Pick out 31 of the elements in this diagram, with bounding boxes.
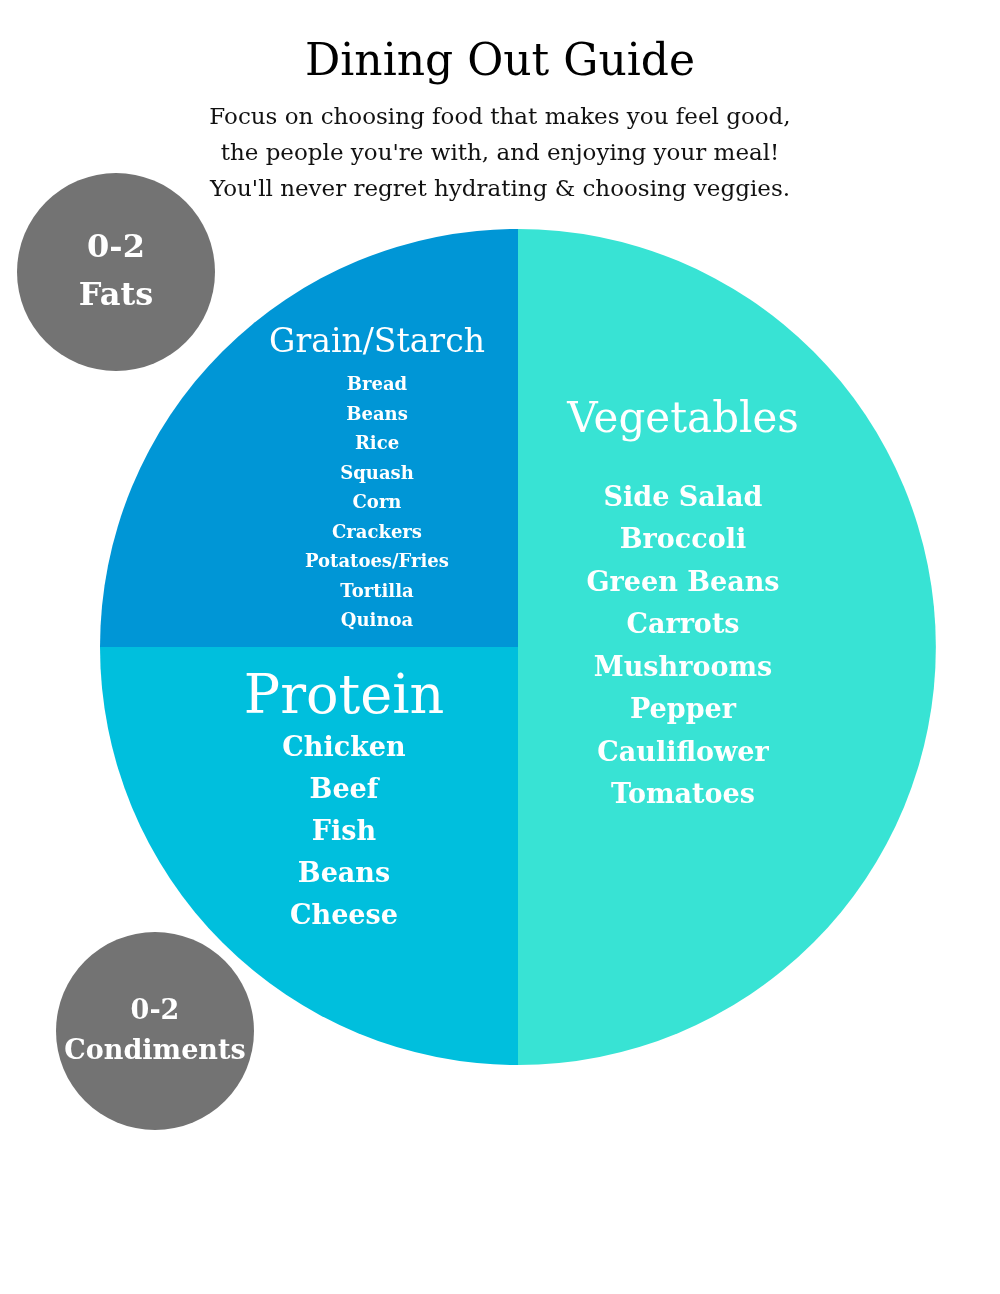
food-item: Broccoli (618, 524, 748, 554)
food-item: Green Beans (585, 566, 781, 597)
food-item: Fish (310, 815, 378, 846)
food-item: Mushrooms (592, 651, 774, 682)
food-item: Chicken (281, 731, 407, 762)
food-item: Corn (351, 492, 403, 512)
food-item: Bread (345, 374, 409, 394)
intro-text: Focus on choosing food that makes you feel good, the people you're with, and enjoying your meal! You'll never regret hydrating & choosing veggies. (208, 102, 792, 203)
section-heading: Protein (242, 664, 446, 724)
food-item: Cauliflower (596, 736, 770, 767)
portion-text: 0-2 (129, 994, 181, 1025)
food-item: Squash (339, 462, 415, 483)
food-item: Carrots (625, 609, 741, 639)
food-item: Crackers (331, 521, 423, 542)
food-item: Beans (345, 403, 409, 424)
food-item: Quinoa (339, 610, 415, 630)
section-heading: Grain/Starch (268, 323, 486, 360)
food-item: Tortilla (339, 580, 415, 601)
food-item: Side Salad (602, 481, 764, 512)
food-item: Cheese (289, 899, 399, 930)
food-item: Potatoes/Fries (304, 551, 450, 571)
food-item: Tomatoes (610, 779, 756, 809)
portion-text: Condiments (63, 1034, 247, 1065)
food-item: Pepper (629, 694, 738, 724)
food-item: Rice (353, 433, 401, 453)
portion-text: 0-2 (86, 228, 146, 264)
food-item: Beans (296, 857, 392, 888)
title: Dining Out Guide (303, 34, 697, 85)
section-heading: Vegetables (565, 394, 800, 441)
portion-text: Fats (77, 276, 155, 312)
food-item: Beef (308, 773, 381, 804)
